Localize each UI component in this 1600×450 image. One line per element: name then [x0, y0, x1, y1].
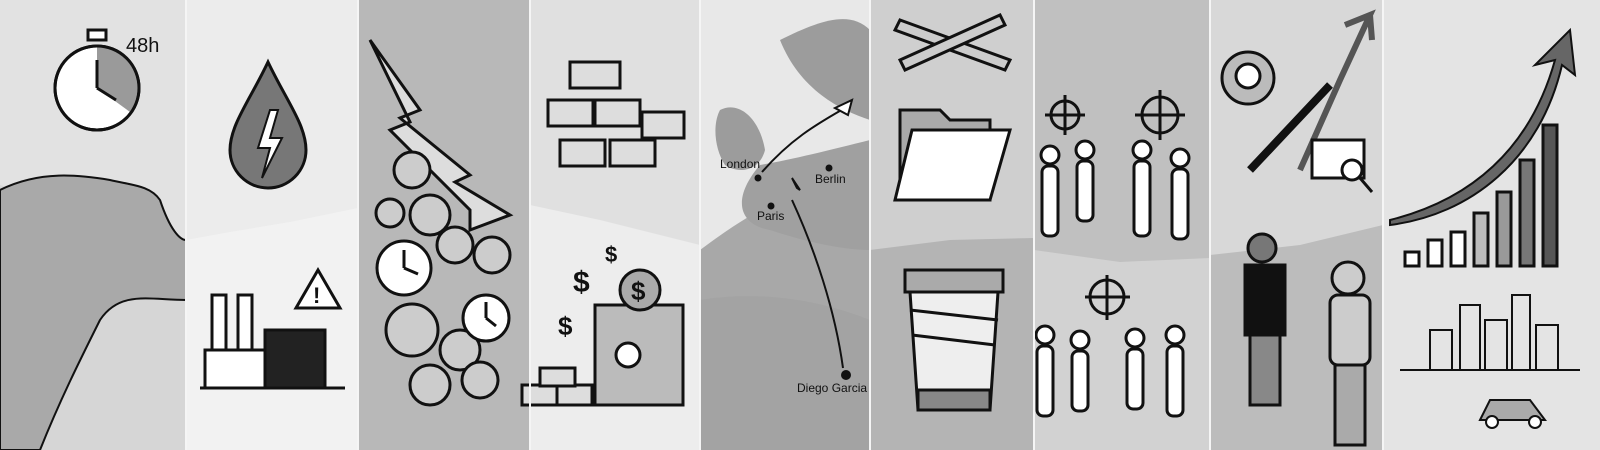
- city-label-diego-garcia: Diego Garcia: [797, 381, 867, 395]
- puppet-cross-icon: [892, 13, 1013, 72]
- oil-drop-lightning-icon: [228, 58, 308, 190]
- city-skyline-icon: [1400, 294, 1580, 371]
- missile-icon: [791, 177, 801, 191]
- city-label-paris: Paris: [757, 209, 784, 223]
- rising-arrow-icon: [1389, 27, 1577, 227]
- city-label-berlin: Berlin: [815, 172, 846, 186]
- stacked-bars-icon: [520, 366, 594, 407]
- stopwatch-icon: [53, 28, 141, 132]
- gears-icon: [374, 150, 512, 407]
- city-label-london: London: [720, 157, 760, 171]
- panel-9-bg: [1383, 0, 1600, 450]
- folder-icon: [893, 108, 1012, 202]
- bar-chart-icon: [1403, 123, 1559, 268]
- car-icon: [1478, 399, 1547, 429]
- handcuffed-man-figure: [1328, 260, 1372, 447]
- panel-dividers: [185, 0, 1384, 450]
- growth-arrow-icon: [1297, 9, 1376, 172]
- clock-icon: [375, 239, 511, 343]
- bandaged-cup-icon: [903, 268, 1005, 412]
- crowd-icon: [1034, 139, 1191, 418]
- svg-text:$: $: [558, 311, 573, 341]
- svg-text:$: $: [573, 266, 590, 299]
- dollar-coin-icon: $ $ $ $: [558, 242, 662, 341]
- paintbrush-icon: [1247, 82, 1333, 173]
- svg-text:$: $: [605, 242, 617, 267]
- falling-arrow-icon: [368, 39, 514, 233]
- target-icon: [1045, 90, 1185, 320]
- coastline-shape: [0, 174, 187, 450]
- svg-text:$: $: [631, 276, 646, 306]
- lightbulb-gear-icon: [1220, 50, 1276, 106]
- svg-text:!: !: [313, 283, 320, 308]
- gold-bars-icon: [546, 60, 686, 168]
- factory-icon: [200, 293, 345, 390]
- warning-icon: !: [293, 267, 343, 310]
- map-city-markers: [754, 164, 851, 380]
- missile-icon: [832, 98, 854, 117]
- conductor-figure: [1243, 232, 1287, 407]
- timer-label: 48h: [126, 35, 159, 57]
- magnifier-book-icon: [1310, 138, 1374, 193]
- europe-map: [700, 19, 870, 450]
- safe-icon: [593, 303, 685, 407]
